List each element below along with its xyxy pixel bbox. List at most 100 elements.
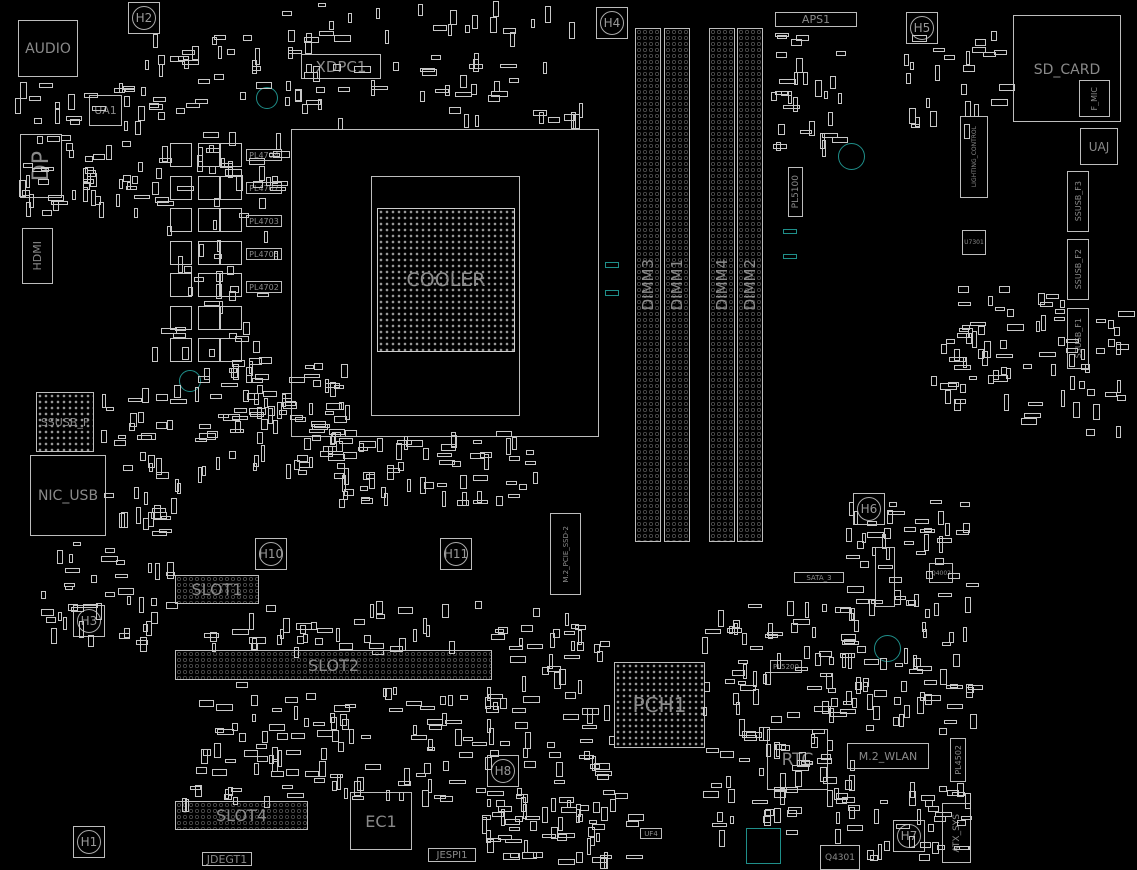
slot2[interactable]: SLOT2 bbox=[175, 650, 492, 680]
smd-pad bbox=[84, 92, 99, 98]
smd-pad bbox=[132, 175, 139, 184]
smd-pad bbox=[934, 603, 940, 617]
smd-pad bbox=[969, 713, 977, 729]
smd-pad bbox=[259, 197, 267, 209]
smd-pad bbox=[426, 719, 443, 726]
smd-pad bbox=[762, 815, 771, 823]
ssd-chip bbox=[746, 828, 781, 864]
smd-pad bbox=[57, 611, 62, 621]
ec1-chip: EC1 bbox=[350, 792, 412, 850]
smd-pad bbox=[794, 72, 799, 86]
smd-pad bbox=[154, 197, 169, 204]
smd-pad bbox=[147, 511, 154, 527]
smd-pad bbox=[836, 812, 841, 825]
smd-pad bbox=[485, 757, 493, 771]
smd-pad bbox=[586, 708, 593, 725]
dimm2-slot[interactable]: DIMM2 bbox=[737, 28, 763, 542]
hdmi-label: HDMI bbox=[31, 241, 44, 271]
ssusb-f3-label: SSUSB_F3 bbox=[1073, 181, 1083, 222]
smd-pad bbox=[469, 63, 484, 69]
smd-pad bbox=[730, 815, 735, 824]
smd-pad bbox=[427, 778, 432, 793]
smd-pad bbox=[770, 92, 777, 102]
smd-pad bbox=[547, 665, 562, 672]
via-marker bbox=[179, 370, 201, 392]
smd-pad bbox=[835, 793, 848, 801]
smd-pad bbox=[99, 202, 104, 219]
smd-pad bbox=[286, 463, 292, 479]
vrm-component bbox=[170, 143, 192, 167]
smd-pad bbox=[812, 729, 826, 735]
smd-pad bbox=[398, 791, 404, 801]
smd-pad bbox=[970, 321, 987, 326]
smd-pad bbox=[482, 815, 492, 821]
smd-pad bbox=[195, 387, 200, 403]
smd-pad bbox=[288, 47, 294, 60]
smd-pad bbox=[945, 684, 963, 689]
smd-pad bbox=[759, 767, 765, 776]
smd-pad bbox=[333, 64, 342, 72]
smd-pad bbox=[294, 90, 301, 102]
smd-pad bbox=[800, 129, 813, 134]
smd-pad bbox=[937, 845, 946, 851]
smd-pad bbox=[263, 391, 278, 398]
smd-pad bbox=[129, 423, 136, 432]
smd-pad bbox=[944, 522, 950, 536]
slot4[interactable]: SLOT4 bbox=[175, 801, 308, 830]
smd-pad bbox=[139, 451, 146, 461]
smd-pad bbox=[157, 54, 165, 65]
smd-pad bbox=[801, 760, 814, 765]
smd-pad bbox=[474, 600, 482, 609]
smd-pad bbox=[548, 653, 553, 669]
smd-pad bbox=[286, 749, 302, 755]
smd-pad bbox=[286, 769, 300, 777]
dimm3-slot[interactable]: DIMM3 bbox=[635, 28, 661, 542]
smd-pad bbox=[497, 834, 512, 840]
smd-pad bbox=[948, 573, 961, 580]
smd-pad bbox=[827, 790, 834, 808]
smd-pad bbox=[412, 628, 417, 642]
smd-pad bbox=[627, 813, 644, 821]
smd-pad bbox=[134, 195, 151, 200]
mounting-hole-h8: H8 bbox=[487, 755, 519, 787]
smd-pad bbox=[305, 100, 321, 106]
smd-pad bbox=[871, 546, 876, 556]
smd-pad bbox=[115, 559, 125, 565]
smd-pad bbox=[497, 806, 512, 812]
smd-pad bbox=[198, 700, 214, 708]
m2-wlan-label: M.2_WLAN bbox=[858, 749, 918, 763]
smd-pad bbox=[600, 806, 608, 821]
smd-pad bbox=[1053, 317, 1065, 322]
smd-pad bbox=[846, 527, 853, 542]
smd-pad bbox=[815, 80, 822, 98]
smd-pad bbox=[181, 347, 189, 361]
smd-pad bbox=[216, 728, 234, 735]
smd-pad bbox=[248, 158, 265, 166]
smd-pad bbox=[304, 40, 312, 54]
smd-pad bbox=[88, 635, 95, 648]
smd-pad bbox=[460, 74, 468, 88]
smd-pad bbox=[315, 87, 325, 94]
smd-pad bbox=[156, 471, 170, 479]
dimm4-slot[interactable]: DIMM4 bbox=[709, 28, 735, 542]
smd-pad bbox=[1084, 363, 1090, 373]
smd-pad bbox=[46, 136, 60, 143]
smd-pad bbox=[873, 690, 887, 698]
mounting-hole-h5: H5 bbox=[906, 12, 938, 44]
smd-pad bbox=[449, 10, 457, 26]
smd-pad bbox=[522, 747, 528, 758]
sata3-connector[interactable]: SATA_3 bbox=[794, 572, 844, 583]
smd-pad bbox=[820, 766, 828, 782]
m2-wlan-slot[interactable]: M.2_WLAN bbox=[847, 743, 929, 769]
smd-pad bbox=[114, 573, 128, 578]
smd-pad bbox=[531, 19, 536, 29]
smd-pad bbox=[776, 34, 787, 39]
slot1[interactable]: SLOT1 bbox=[175, 575, 259, 604]
dimm1-slot[interactable]: DIMM1 bbox=[664, 28, 690, 542]
smd-pad bbox=[909, 107, 917, 124]
smd-pad bbox=[584, 750, 591, 760]
nic-usb-label: NIC_USB bbox=[37, 487, 99, 504]
smd-pad bbox=[1086, 428, 1096, 436]
m2-pcie-ssd-slot[interactable]: M.2_PCIE_SSD-2 bbox=[550, 513, 581, 595]
smd-pad bbox=[322, 445, 337, 452]
